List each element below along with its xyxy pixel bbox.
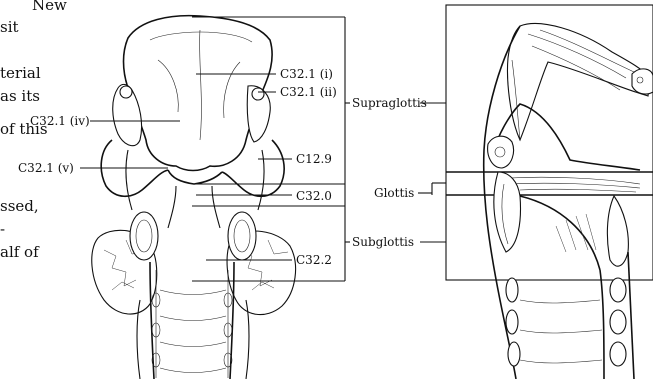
sagittal-trachea-front [628, 252, 634, 379]
label-c129: C12.9 [296, 152, 332, 166]
label-c321-i: C32.1 (i) [280, 67, 333, 81]
right-cricoid-ring [228, 212, 256, 260]
thyroid-lamina [607, 196, 628, 266]
label-supraglottis: Supraglottis [352, 96, 427, 110]
label-c321-v: C32.1 (v) [18, 161, 74, 175]
label-c321-iv: C32.1 (iv) [30, 114, 90, 128]
left-larynx-view [92, 16, 296, 379]
left-cricoid-ring [130, 212, 158, 260]
label-c322: C32.2 [296, 253, 332, 267]
sagittal-epiglottis [508, 24, 651, 140]
label-subglottis: Subglottis [352, 235, 414, 249]
arytenoid-cartilage [488, 136, 514, 168]
label-c320: C32.0 [296, 189, 332, 203]
label-c321-ii: C32.1 (ii) [280, 85, 337, 99]
right-aryepiglottic-fold [222, 140, 284, 196]
right-sagittal-view [446, 5, 653, 379]
cricoid-lamina [494, 172, 521, 252]
label-glottis: Glottis [374, 186, 414, 200]
glottic-opening [168, 170, 222, 184]
